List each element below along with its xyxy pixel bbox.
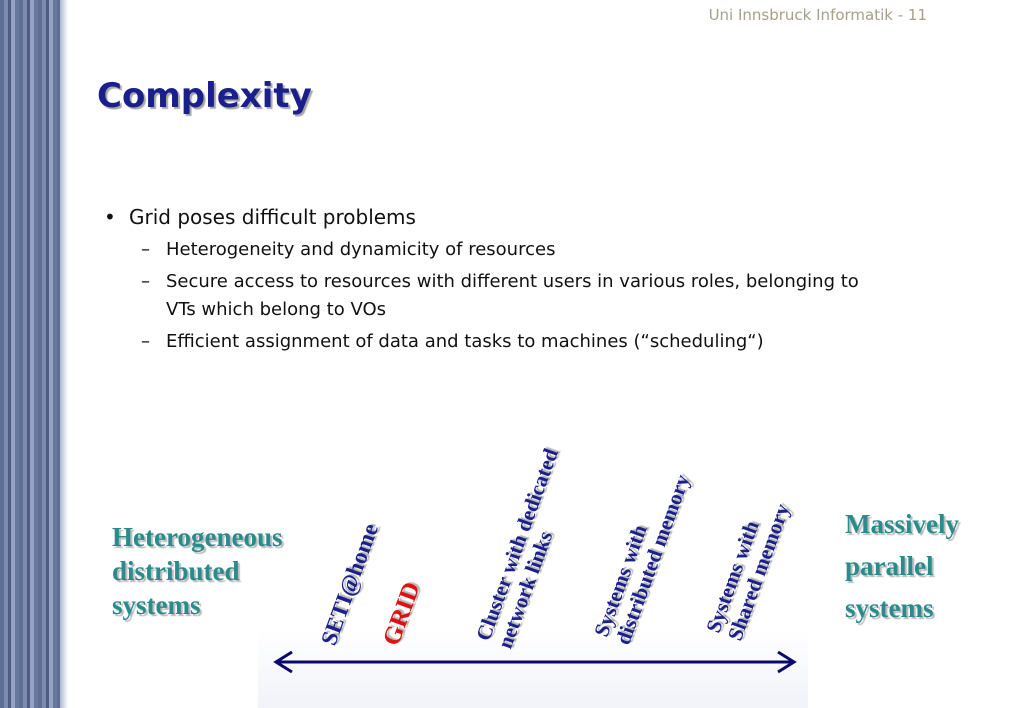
distributed-memory-label: Systems with distributed memory xyxy=(589,464,694,647)
right-label: Massively parallel systems xyxy=(845,503,959,629)
dash-icon: – xyxy=(141,271,150,292)
arrow-head-left xyxy=(273,650,293,674)
left-label-line: distributed xyxy=(112,556,240,586)
sub-bullet: – Secure access to resources with differ… xyxy=(104,268,864,324)
sub-bullet-text: Efficient assignment of data and tasks t… xyxy=(166,331,764,352)
bullet-main: • Grid poses difficult problems xyxy=(104,202,864,232)
shared-memory-label: Systems with Shared memory xyxy=(701,493,794,644)
slide-header: Uni Innsbruck Informatik - 11 xyxy=(708,6,927,24)
sub-bullet-text: Heterogeneity and dynamicity of resource… xyxy=(166,239,556,260)
slide-title: Complexity xyxy=(97,76,312,116)
left-label-line: Heterogeneous xyxy=(112,522,283,552)
axis-shadow-decoration xyxy=(258,628,808,708)
sub-bullet: – Heterogeneity and dynamicity of resour… xyxy=(104,236,864,264)
right-label-line: systems xyxy=(845,593,934,623)
left-label: Heterogeneous distributed systems xyxy=(112,520,282,622)
right-label-line: parallel xyxy=(845,551,934,581)
sidebar-decoration xyxy=(0,0,60,708)
bullet-dot-icon: • xyxy=(104,205,116,229)
double-headed-arrow-icon xyxy=(273,650,797,674)
right-label-line: Massively xyxy=(845,509,959,539)
sub-bullet-text: Secure access to resources with differen… xyxy=(166,271,859,320)
bullet-list: • Grid poses difficult problems – Hetero… xyxy=(104,202,864,356)
bullet-main-text: Grid poses difficult problems xyxy=(129,205,416,229)
arrow-head-right xyxy=(777,650,797,674)
cluster-label: Cluster with dedicated network links xyxy=(471,445,585,651)
sidebar-fade xyxy=(60,0,68,708)
left-label-line: systems xyxy=(112,590,201,620)
sub-bullet: – Efficient assignment of data and tasks… xyxy=(104,328,864,356)
dash-icon: – xyxy=(141,331,150,352)
dash-icon: – xyxy=(141,239,150,260)
